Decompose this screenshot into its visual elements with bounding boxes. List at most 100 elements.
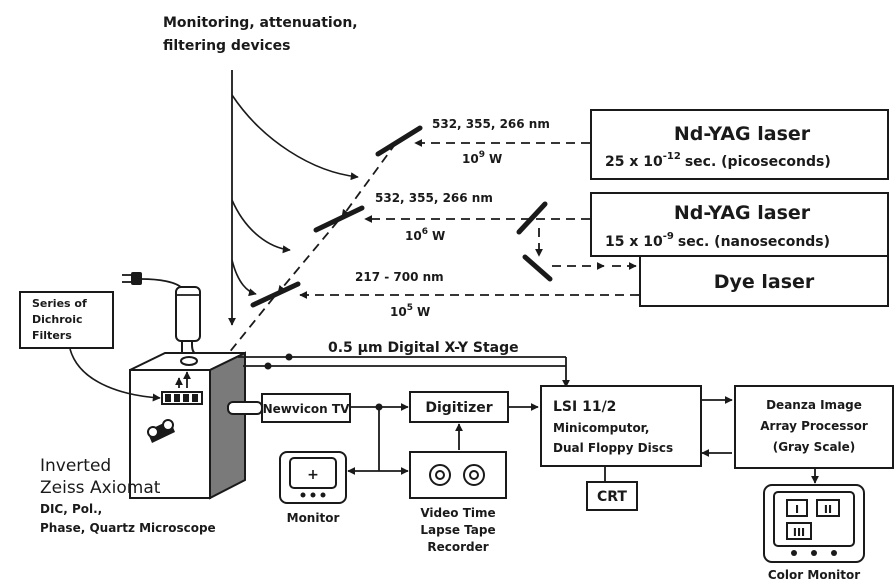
monitor-symbol: + [307, 467, 319, 483]
dye-laser-box [639, 255, 889, 307]
laser1-power-base: 10 [462, 152, 479, 166]
monitor-label: Monitor [287, 511, 340, 525]
dye-laser-wavelengths: 217 - 700 nm [355, 270, 444, 284]
dichroic-label-line3: Filters [32, 329, 72, 342]
lamp-plug [131, 272, 142, 285]
color-monitor-panel-2 [816, 499, 840, 517]
combined-beam-3 [194, 296, 275, 396]
laser2-pulse-unit: sec. (nanoseconds) [678, 234, 830, 250]
newvicon-tv-label: Newvicon TV [263, 402, 350, 416]
dichroic-label-line2: Dichroic [32, 313, 83, 326]
combined-beam-2 [277, 220, 339, 294]
digitizer-label: Digitizer [425, 400, 492, 416]
color-monitor-button-1 [791, 550, 797, 556]
laser1-name: Nd-YAG laser [674, 123, 811, 145]
microscope-knob-1 [147, 426, 159, 438]
monitor-button-2 [310, 492, 316, 498]
dye-laser-name: Dye laser [714, 271, 815, 293]
stage-junction-1 [264, 362, 272, 370]
filter-3 [183, 394, 189, 402]
monitoring-curve-1 [231, 94, 359, 181]
filter-2 [174, 394, 180, 402]
vtr-label-line3: Recorder [427, 540, 488, 554]
laser2-pulse-base: 15 x 10 [605, 234, 663, 250]
laser2-power-unit: W [432, 229, 445, 243]
laser2-power-base: 10 [405, 229, 422, 243]
monitoring-label-line1: Monitoring, attenuation, [163, 15, 358, 31]
dichroic-pointer [69, 348, 161, 402]
vtr-reel-2-inner [469, 470, 479, 480]
deanza-label-line3: (Gray Scale) [773, 440, 856, 454]
monitoring-curve-3 [231, 259, 257, 297]
microscope-camera-port [227, 401, 263, 415]
deanza-box [734, 385, 894, 469]
microscope-top-port [180, 356, 198, 366]
dichroic-filters-box [19, 291, 114, 349]
microscope-label-line2: Zeiss Axiomat [40, 478, 161, 498]
laser1-power-exp: 9 [479, 150, 485, 160]
color-monitor-panel-2-label: II [824, 503, 832, 516]
filter-1 [165, 394, 171, 402]
microscope-label-line1: Inverted [40, 456, 111, 476]
color-monitor-panel-3 [786, 522, 812, 540]
laser1-pulse-unit: sec. (picoseconds) [685, 154, 831, 170]
laser1-pulse: 25 x 10-12 sec. (picoseconds) [605, 151, 831, 170]
laser2-split-mirror-2 [522, 254, 553, 282]
mirror-3 [250, 281, 301, 308]
stage-junction-2 [285, 353, 293, 361]
deanza-label-line1: Deanza Image [766, 398, 862, 412]
combined-beam-1 [341, 142, 397, 218]
laser1-pulse-base: 25 x 10 [605, 154, 663, 170]
microscope-side-shaded [209, 351, 246, 500]
vtr-box [409, 451, 507, 499]
laser2-box [590, 192, 889, 257]
monitor-button-3 [320, 492, 326, 498]
color-monitor-panel-3-label: III [793, 526, 805, 539]
laser2-split-mirror-1 [516, 201, 548, 235]
laser2-pulse: 15 x 10-9 sec. (nanoseconds) [605, 231, 830, 250]
mirror-2 [313, 205, 365, 233]
newvicon-tv-box [261, 393, 351, 423]
dichroic-label-line1: Series of [32, 297, 87, 310]
crt-label: CRT [597, 489, 627, 505]
laser2-pulse-exp: -9 [663, 231, 674, 242]
laser1-box [590, 109, 889, 180]
mirror-1 [375, 125, 423, 157]
deanza-label-line2: Array Processor [760, 419, 868, 433]
laser1-pulse-exp: -12 [663, 151, 681, 162]
lsi-label-line1: LSI 11/2 [553, 399, 616, 415]
color-monitor-panel-1 [786, 499, 808, 517]
laser2-name: Nd-YAG laser [674, 202, 811, 224]
microscope-sub-line1: DIC, Pol., [40, 502, 102, 516]
laser1-power-unit: W [489, 152, 502, 166]
stage-label: 0.5 µm Digital X-Y Stage [328, 340, 519, 356]
lamp-cord [140, 278, 183, 289]
monitoring-curve-2 [231, 199, 291, 254]
microscope-knob-2 [162, 419, 174, 431]
lsi-box [540, 385, 702, 467]
color-monitor-label: Color Monitor [768, 568, 860, 582]
color-monitor-panel-1-label: I [795, 503, 799, 516]
laser2-wavelengths: 532, 355, 266 nm [375, 191, 493, 205]
monitor-button-1 [300, 492, 306, 498]
lsi-label-line3: Dual Floppy Discs [553, 441, 673, 455]
color-monitor-button-2 [811, 550, 817, 556]
filter-4 [192, 394, 198, 402]
dye-laser-power-base: 10 [390, 305, 407, 319]
vtr-label-line1: Video Time [420, 506, 495, 520]
digitizer-box [409, 391, 509, 423]
color-monitor-button-3 [831, 550, 837, 556]
vtr-reel-1-inner [435, 470, 445, 480]
monitoring-label-line2: filtering devices [163, 38, 291, 54]
laser2-power-exp: 6 [422, 227, 428, 237]
dye-laser-power-unit: W [417, 305, 430, 319]
laser1-wavelengths: 532, 355, 266 nm [432, 117, 550, 131]
lsi-label-line2: Minicomputor, [553, 421, 649, 435]
dye-laser-power-exp: 5 [407, 303, 413, 313]
microscope-sub-line2: Phase, Quartz Microscope [40, 521, 216, 535]
vtr-label-line2: Lapse Tape [420, 523, 495, 537]
